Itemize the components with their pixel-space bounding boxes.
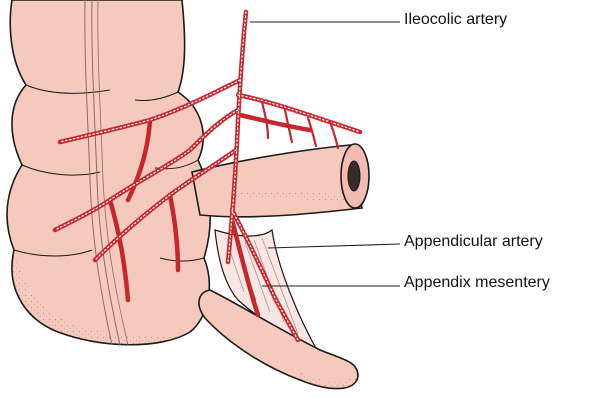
label-appendicular-artery: Appendicular artery [404, 233, 543, 251]
label-ileocolic-artery: Ileocolic artery [404, 11, 507, 29]
ileum [192, 144, 369, 217]
leader-line-appendicular [268, 244, 400, 248]
cecum-colon [7, 0, 210, 345]
label-appendix-mesentery: Appendix mesentery [404, 274, 550, 292]
